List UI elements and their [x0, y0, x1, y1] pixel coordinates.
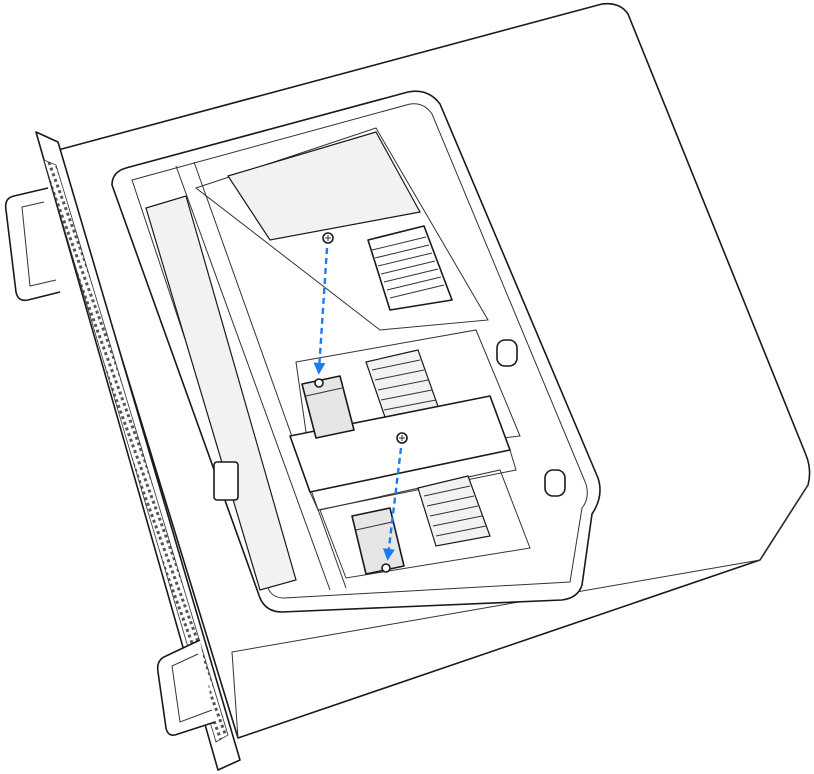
- latch: [213, 461, 239, 501]
- clip: [544, 469, 566, 497]
- screw-icon: [322, 232, 334, 244]
- bottom-handle: [156, 639, 216, 736]
- screw-hole: [314, 378, 324, 388]
- arrow-down-icon: [382, 447, 403, 561]
- screw-icon: [396, 432, 408, 444]
- screw-hole: [381, 563, 391, 573]
- front-grille-panel: [35, 131, 241, 771]
- clip: [496, 339, 518, 367]
- top-handle: [4, 187, 61, 302]
- arrow-down-icon: [313, 247, 329, 375]
- vent-grille: [371, 236, 445, 299]
- internal-compartment: [111, 90, 601, 613]
- ssd-module-upper: [301, 375, 355, 439]
